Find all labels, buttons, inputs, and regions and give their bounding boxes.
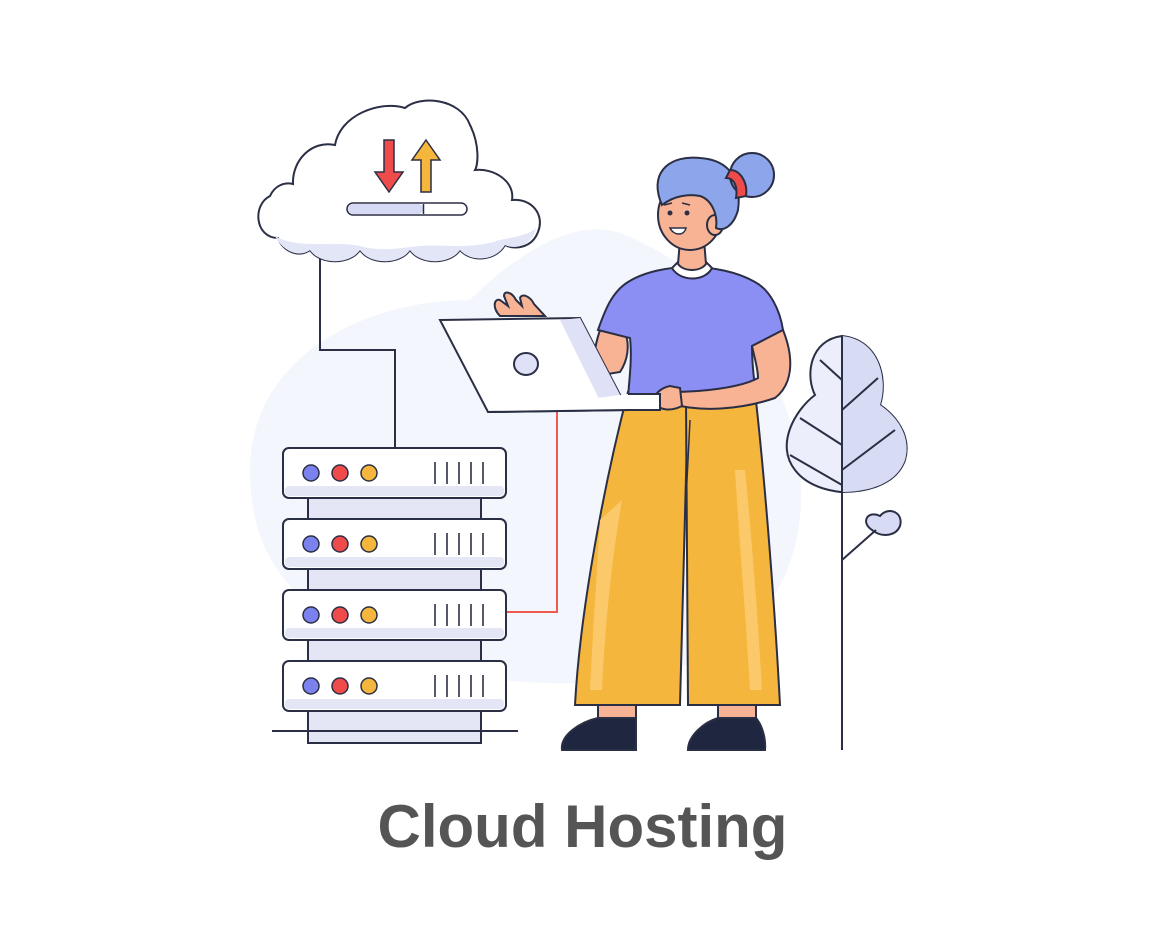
- shoes: [560, 717, 767, 751]
- led-yellow: [360, 677, 378, 695]
- led-red: [331, 606, 349, 624]
- led-blue: [302, 464, 320, 482]
- led-yellow: [360, 606, 378, 624]
- woman-figure: [438, 152, 792, 751]
- server-unit: [282, 660, 507, 712]
- led-yellow: [360, 464, 378, 482]
- led-yellow: [360, 535, 378, 553]
- arrow-up-icon: [410, 138, 442, 193]
- tree-icon: [785, 334, 908, 750]
- cloud-icon: [257, 99, 541, 263]
- arrow-down-icon: [373, 139, 405, 194]
- cloud-cable: [319, 255, 396, 448]
- led-blue: [302, 677, 320, 695]
- server-unit: [282, 518, 507, 570]
- led-red: [331, 677, 349, 695]
- head: [656, 152, 775, 251]
- led-blue: [302, 535, 320, 553]
- laptop-icon: [438, 316, 661, 414]
- small-leaf: [865, 510, 902, 536]
- led-blue: [302, 606, 320, 624]
- server-rack-icon: [282, 447, 507, 744]
- led-red: [331, 535, 349, 553]
- transfer-progress-bar: [346, 202, 468, 216]
- server-unit: [282, 447, 507, 499]
- caption-title: Cloud Hosting: [377, 793, 788, 860]
- led-red: [331, 464, 349, 482]
- pants: [573, 390, 782, 706]
- laptop-cable: [506, 408, 558, 613]
- server-unit: [282, 589, 507, 641]
- cloud-hosting-illustration: [250, 99, 908, 751]
